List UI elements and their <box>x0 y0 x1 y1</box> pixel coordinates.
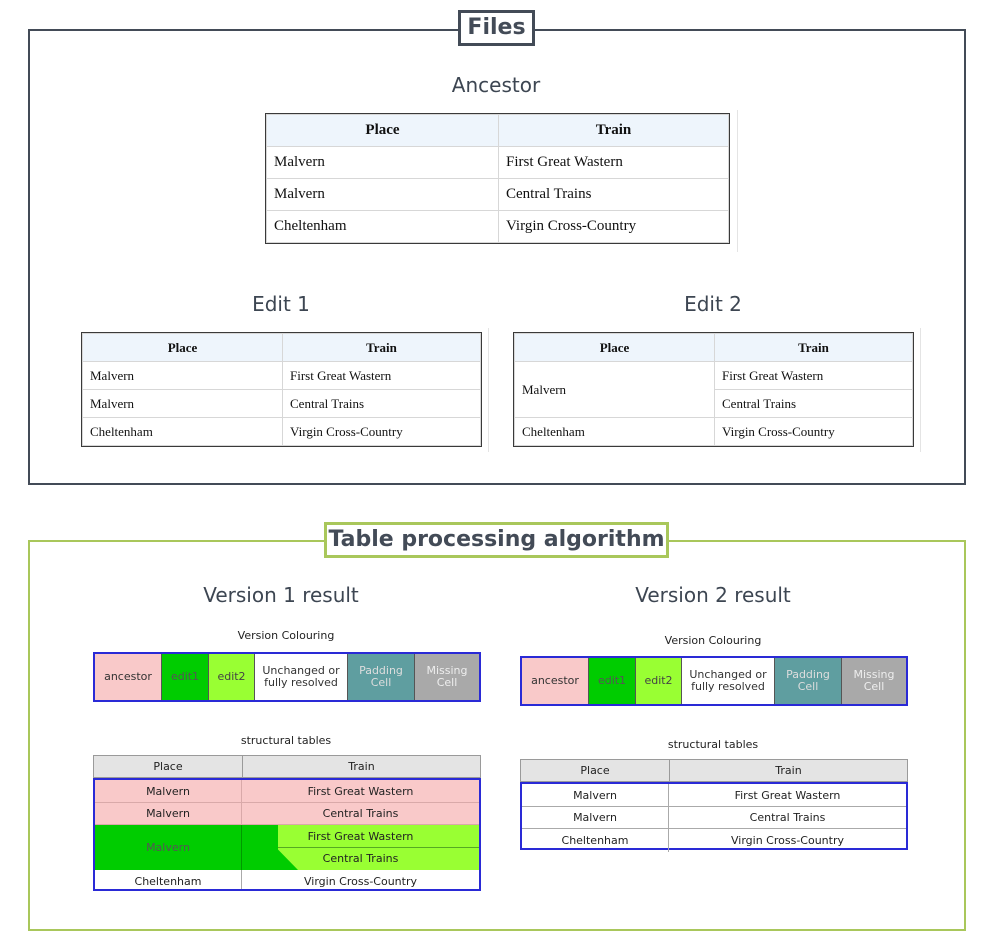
v1-train-cell: Virgin Cross-Country <box>304 874 417 888</box>
table-row: Cheltenham Virgin Cross-Country <box>514 417 913 446</box>
v2-header-place: Place <box>521 760 670 781</box>
edit2-cell: Central Trains <box>714 389 913 418</box>
v1-structural-title: structural tables <box>240 734 332 747</box>
edit2-header-row: Place Train <box>514 333 913 362</box>
v1-train-cell: First Great Wastern <box>307 784 414 798</box>
edit2-heading: Edit 2 <box>684 292 742 316</box>
v1-header-row: Place Train <box>93 755 481 778</box>
v1-place-cell: Malvern <box>95 802 242 825</box>
ancestor-cell: Cheltenham <box>266 210 499 243</box>
ancestor-table-edge <box>737 110 738 252</box>
edit2-cell: Cheltenham <box>514 417 715 446</box>
v1-place-cell: Malvern <box>95 780 242 803</box>
edit1-cell: Central Trains <box>282 389 481 418</box>
v2-header-train: Train <box>775 764 802 777</box>
ancestor-cell: Malvern <box>266 178 499 211</box>
ancestor-cell: Central Trains <box>498 178 729 211</box>
table-row: Malvern Central Trains <box>95 802 479 825</box>
edit2-table-edge <box>920 328 921 452</box>
edit2-header-train: Train <box>714 333 913 362</box>
v2-legend-title: Version Colouring <box>664 634 762 647</box>
v1-train-cell: Central Trains <box>322 852 399 866</box>
table-row: Malvern First Great Wastern <box>514 361 913 418</box>
table-row: Malvern First Great Wastern <box>266 146 729 179</box>
edit1-cell: Malvern <box>82 361 283 390</box>
table-row: Malvern First Great Wastern <box>82 361 481 390</box>
v1-header-place: Place <box>94 756 243 777</box>
table-row: Cheltenham Virgin Cross-Country <box>82 417 481 446</box>
v1-legend-edit2: edit2 <box>209 654 255 700</box>
v2-legend-edit2: edit2 <box>636 658 682 704</box>
table-row: Malvern First Great Wastern <box>522 784 906 807</box>
v2-heading: Version 2 result <box>635 583 791 607</box>
v1-legend-missing-cell: Missing Cell <box>415 654 479 700</box>
edit2-cell: First Great Wastern <box>714 361 913 390</box>
edit1-header-row: Place Train <box>82 333 481 362</box>
v1-train-cell: Central Trains <box>322 807 399 821</box>
edit1-header-train: Train <box>282 333 481 362</box>
v2-structural-title: structural tables <box>667 738 759 751</box>
v1-header-train: Train <box>348 760 375 773</box>
v2-legend-unchanged: Unchanged or fully resolved <box>682 658 775 704</box>
edit1-heading: Edit 1 <box>252 292 310 316</box>
table-row: Cheltenham Virgin Cross-Country <box>522 829 906 852</box>
v2-place-cell: Cheltenham <box>522 829 669 852</box>
table-row: Malvern Central Trains <box>522 806 906 829</box>
edit1-cell: First Great Wastern <box>282 361 481 390</box>
v2-legend-padding-cell: Padding Cell <box>775 658 842 704</box>
v2-legend-ancestor: ancestor <box>522 658 589 704</box>
ancestor-heading: Ancestor <box>451 73 541 97</box>
table-row: Malvern Central Trains <box>82 389 481 418</box>
v2-legend-missing-cell: Missing Cell <box>842 658 906 704</box>
table-row: Cheltenham Virgin Cross-Country <box>266 210 729 243</box>
v1-place-cell: Cheltenham <box>95 870 242 889</box>
v2-place-cell: Malvern <box>522 806 669 829</box>
ancestor-header-train: Train <box>498 114 729 147</box>
v1-heading: Version 1 result <box>203 583 359 607</box>
v1-merged-place-cell: Malvern <box>95 825 242 870</box>
v2-place-cell: Malvern <box>522 784 669 807</box>
edit2-merged-place: Malvern <box>514 361 715 418</box>
v2-legend-edit1: edit1 <box>589 658 636 704</box>
files-title: Files <box>458 10 535 46</box>
edit1-table-edge <box>488 328 489 452</box>
v1-train-cell: First Great Wastern <box>307 829 414 843</box>
edit2-cell: Virgin Cross-Country <box>714 417 913 446</box>
table-row: Cheltenham Virgin Cross-Country <box>95 870 479 889</box>
v1-legend-unchanged: Unchanged or fully resolved <box>255 654 348 700</box>
v1-legend-ancestor: ancestor <box>95 654 162 700</box>
v1-legend-edit1: edit1 <box>162 654 209 700</box>
ancestor-header-row: Place Train <box>266 114 729 147</box>
v1-legend-title: Version Colouring <box>237 629 335 642</box>
edit2-table: Place Train Malvern First Great Wastern … <box>513 332 914 447</box>
edit1-header-place: Place <box>82 333 283 362</box>
v2-header-row: Place Train <box>520 759 908 782</box>
ancestor-cell: First Great Wastern <box>498 146 729 179</box>
v2-train-cell: First Great Wastern <box>734 788 841 802</box>
edit1-cell: Malvern <box>82 389 283 418</box>
table-row: Malvern Central Trains <box>266 178 729 211</box>
edit1-cell: Cheltenham <box>82 417 283 446</box>
edit1-cell: Virgin Cross-Country <box>282 417 481 446</box>
v2-train-cell: Virgin Cross-Country <box>731 833 844 847</box>
algorithm-title: Table processing algorithm <box>324 522 669 558</box>
edit1-table: Place Train Malvern First Great Wastern … <box>81 332 482 447</box>
table-row: Malvern First Great Wastern <box>95 780 479 803</box>
ancestor-header-place: Place <box>266 114 499 147</box>
v1-legend-padding-cell: Padding Cell <box>348 654 415 700</box>
ancestor-table: Place Train Malvern First Great Wastern … <box>265 113 730 244</box>
ancestor-cell: Virgin Cross-Country <box>498 210 729 243</box>
v2-train-cell: Central Trains <box>749 811 826 825</box>
edit2-header-place: Place <box>514 333 715 362</box>
v1-edit2-diagonal-fill <box>278 825 479 870</box>
ancestor-cell: Malvern <box>266 146 499 179</box>
